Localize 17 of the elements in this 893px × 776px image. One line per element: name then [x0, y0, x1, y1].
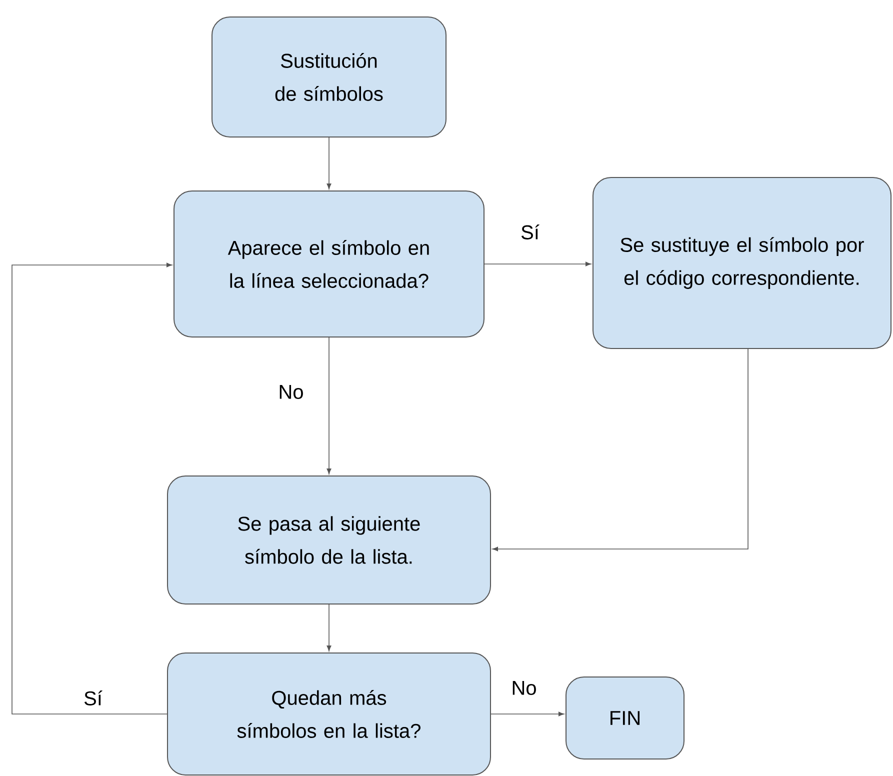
process-box: Se sustituye el símbolo por el código correspondiente. [592, 177, 892, 349]
edge-label: Sí [520, 224, 540, 240]
process-box: Sustitución de símbolos [212, 16, 446, 138]
arrow [490, 712, 564, 716]
process-box: Se pasa al siguiente símbolo de la lista. [167, 476, 491, 604]
edge-label: No [510, 680, 538, 696]
arrow [326, 137, 332, 190]
edge-label: Sí [82, 690, 104, 706]
process-box: Aparece el símbolo en la línea seleccionada? [174, 190, 484, 338]
edge-label: No [277, 384, 305, 400]
process-box: FIN [566, 676, 684, 760]
arrow [492, 348, 748, 552]
arrow [484, 262, 592, 266]
arrow [326, 337, 332, 474]
process-box: Quedan más símbolos en la lista? [167, 652, 491, 776]
arrow [326, 604, 332, 652]
arrow [12, 262, 172, 714]
